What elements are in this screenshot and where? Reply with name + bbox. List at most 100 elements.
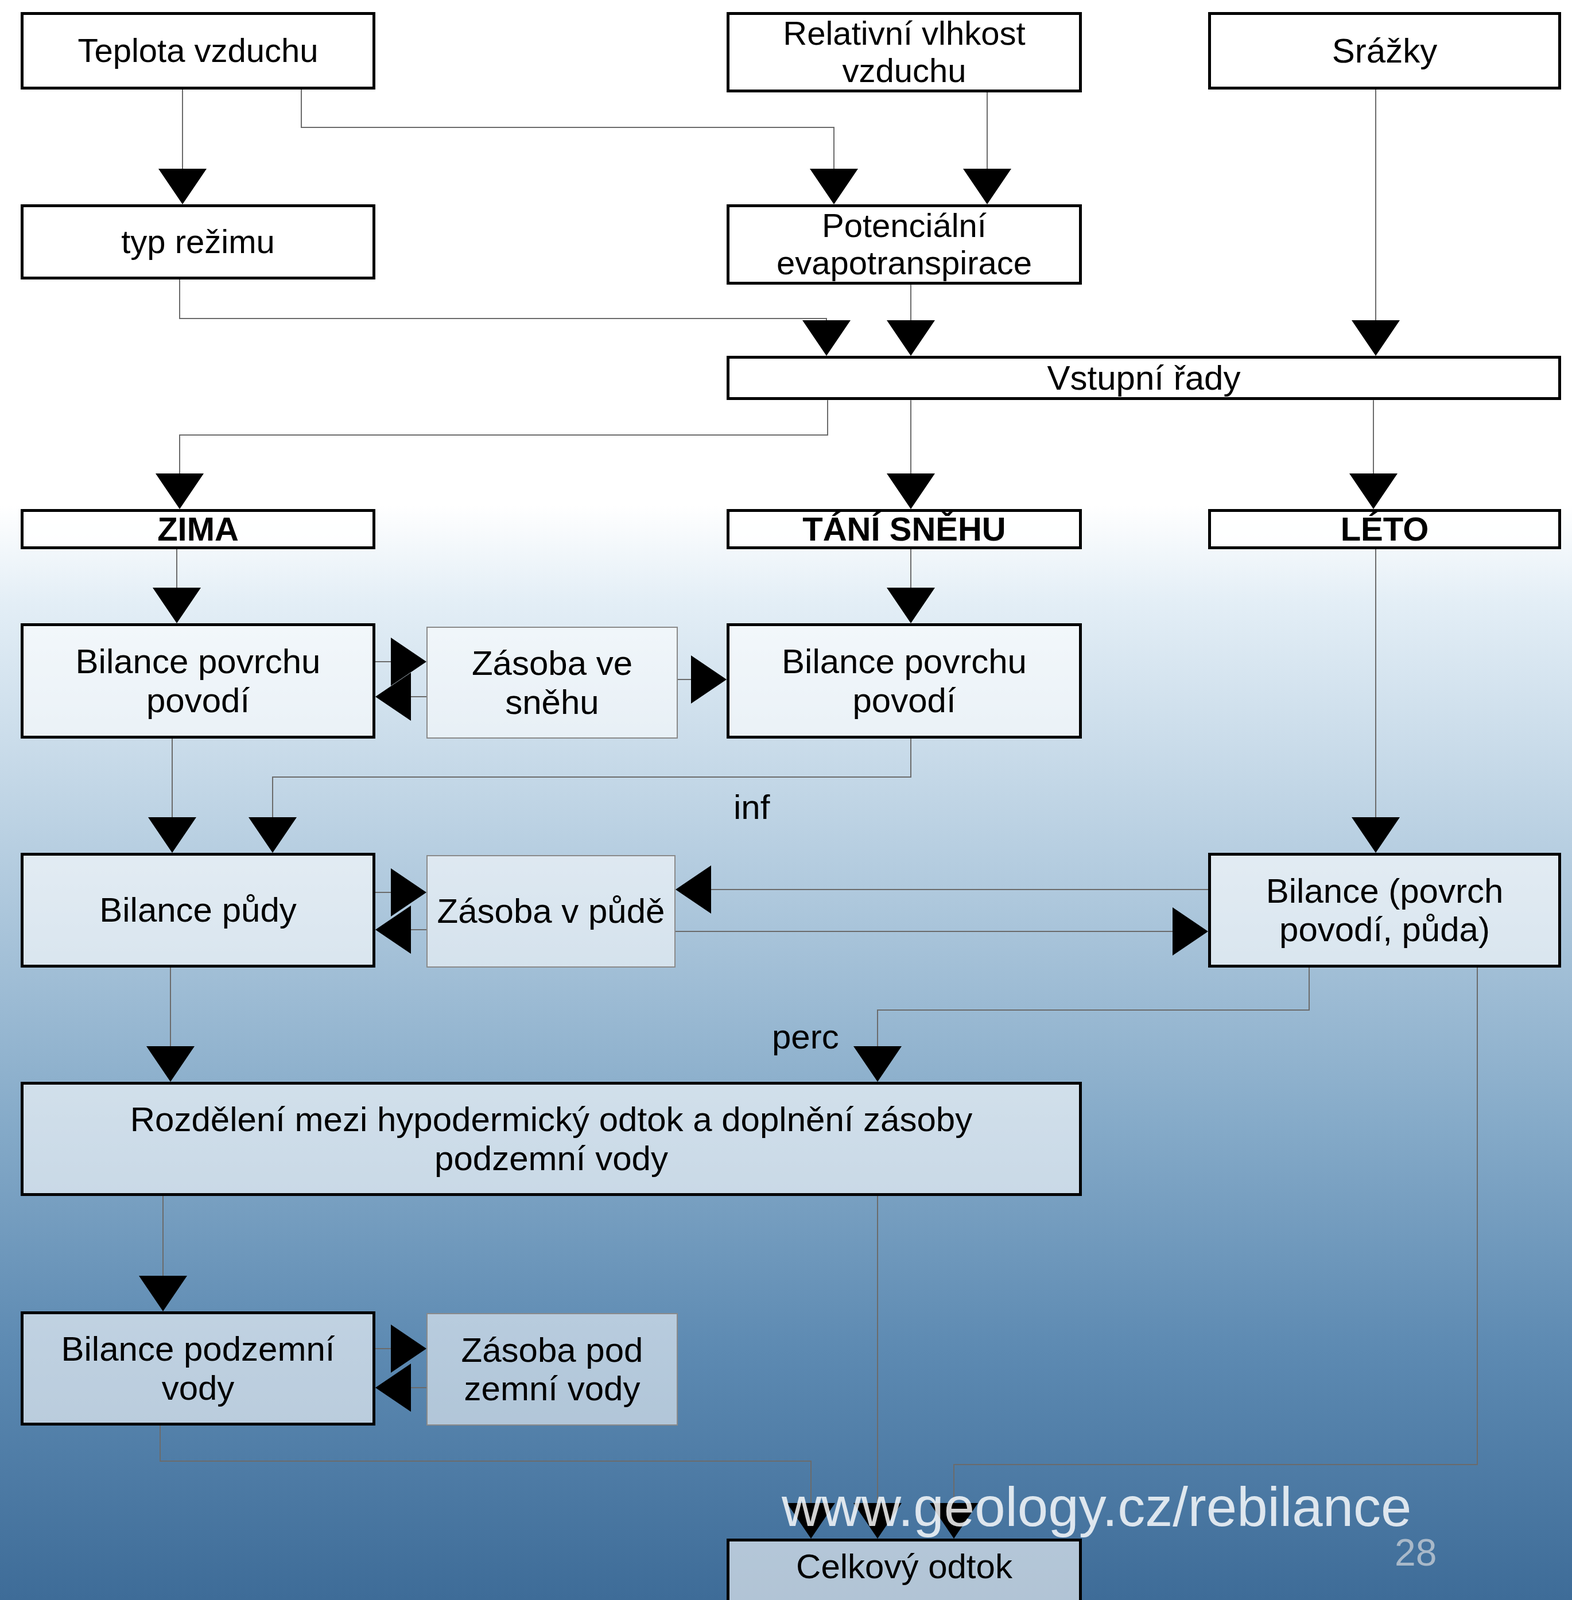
page-number: 28 [1394,1533,1437,1572]
connector-line [375,891,391,894]
flow-arrow [375,905,427,954]
arrow-head [691,655,727,704]
flow-arrow [1351,549,1400,853]
flow-arrow [179,279,851,356]
connector-line [410,696,427,698]
process-box: Vstupní řady [726,355,1562,401]
arrow-head [375,905,411,954]
arrow-head [248,817,297,853]
arrow-head [152,587,201,624]
node-text: Teplota vzduchu [77,32,318,70]
arrow-head [375,1363,411,1412]
arrow-head [1351,320,1400,356]
flow-arrow [375,1363,427,1412]
node-text: Bilance (povrch povodí, půda) [1216,871,1553,949]
connector-line [272,738,911,818]
flow-arrow [963,92,1012,205]
connector-line [677,678,692,681]
flow-arrow [375,637,427,686]
flow-arrow [929,967,1478,1539]
arrow-head [138,1275,188,1312]
flow-arrow [886,284,935,356]
flow-arrow [155,400,828,510]
connector-line [169,967,172,1047]
arrow-head [675,865,712,914]
arrow-head [375,672,411,721]
connector-line [181,89,184,169]
flow-arrow [160,1425,836,1539]
node-text: Vstupní řady [1047,358,1241,398]
node-text: Relativní vlhkost vzduchu [735,14,1074,90]
connector-line [675,930,1173,933]
connector-line [910,400,912,474]
node-text: LÉTO [1340,512,1430,546]
connector-line [953,967,1478,1504]
node-text: Rozdělení mezi hypodermický odtok a dopl… [126,1100,976,1178]
edge-label: perc [771,1018,840,1057]
node-text: Zásoba ve sněhu [433,643,671,721]
connector-line [876,1196,879,1504]
arrow-head [155,473,204,510]
node-text: Bilance povrchu povodí [29,642,367,720]
arrow-head [1349,473,1398,510]
arrow-head [886,320,935,356]
process-box: Bilance (povrch povodí, půda) [1208,852,1562,968]
arrow-head [1172,907,1209,956]
node-text: Srážky [1332,31,1438,71]
flow-arrow [375,672,427,721]
node-text: Bilance půdy [99,890,297,930]
flow-arrow [1349,400,1398,510]
flow-arrow [248,738,911,853]
flow-arrow [886,400,935,510]
connector-line [171,738,173,818]
node-text: Potenciální evapotranspirace [735,207,1074,282]
connector-line [301,89,834,169]
arrow-head [886,587,935,624]
flow-arrow [675,907,1209,956]
watermark: www.geology.cz/rebilance [781,1479,1412,1535]
arrow-head [148,817,197,853]
arrow-head [802,320,851,356]
arrow-head [853,1046,902,1082]
flow-arrow [886,549,935,624]
connector-line [910,549,912,588]
arrow-head [146,1046,195,1082]
flow-arrow [675,865,1209,914]
flow-arrow [853,967,1310,1082]
connector-line [176,549,178,588]
storage-box: Zásoba ve sněhu [426,626,678,739]
arrow-head [886,473,935,510]
process-box: Relativní vlhkost vzduchu [726,12,1082,93]
process-box: Bilance povrchu povodí [726,623,1082,739]
connector-line [711,889,1209,891]
season-box: ZIMA [20,509,376,550]
connector-line [1375,89,1377,321]
storage-box: Zásoba v půdě [426,855,676,968]
node-text: typ režimu [121,223,275,261]
process-box: Bilance povrchu povodí [20,623,376,739]
flow-arrow [158,89,207,205]
connector-line [1375,549,1377,818]
arrow-head [809,168,859,205]
process-box: Teplota vzduchu [20,12,376,90]
node-text: ZIMA [157,512,239,546]
node-text: Zásoba v půdě [437,891,666,931]
connector-line [410,1387,427,1389]
process-box: Bilance půdy [20,852,376,968]
process-box: Potenciální evapotranspirace [726,204,1082,285]
flow-arrow [375,868,427,917]
connector-line [179,400,828,474]
arrow-head [158,168,207,205]
flow-arrow [677,655,727,704]
node-text: Zásoba pod zemní vody [433,1330,671,1408]
node-text: Bilance podzemní vody [29,1329,367,1407]
arrow-head [963,168,1012,205]
connector-line [375,1348,391,1350]
season-box: TÁNÍ SNĚHU [726,509,1082,550]
node-text: Celkový odtok [796,1547,1013,1586]
connector-line [410,929,427,931]
flow-arrow [152,549,201,624]
connector-line [375,661,391,663]
connector-line [910,284,912,321]
season-box: LÉTO [1208,509,1562,550]
